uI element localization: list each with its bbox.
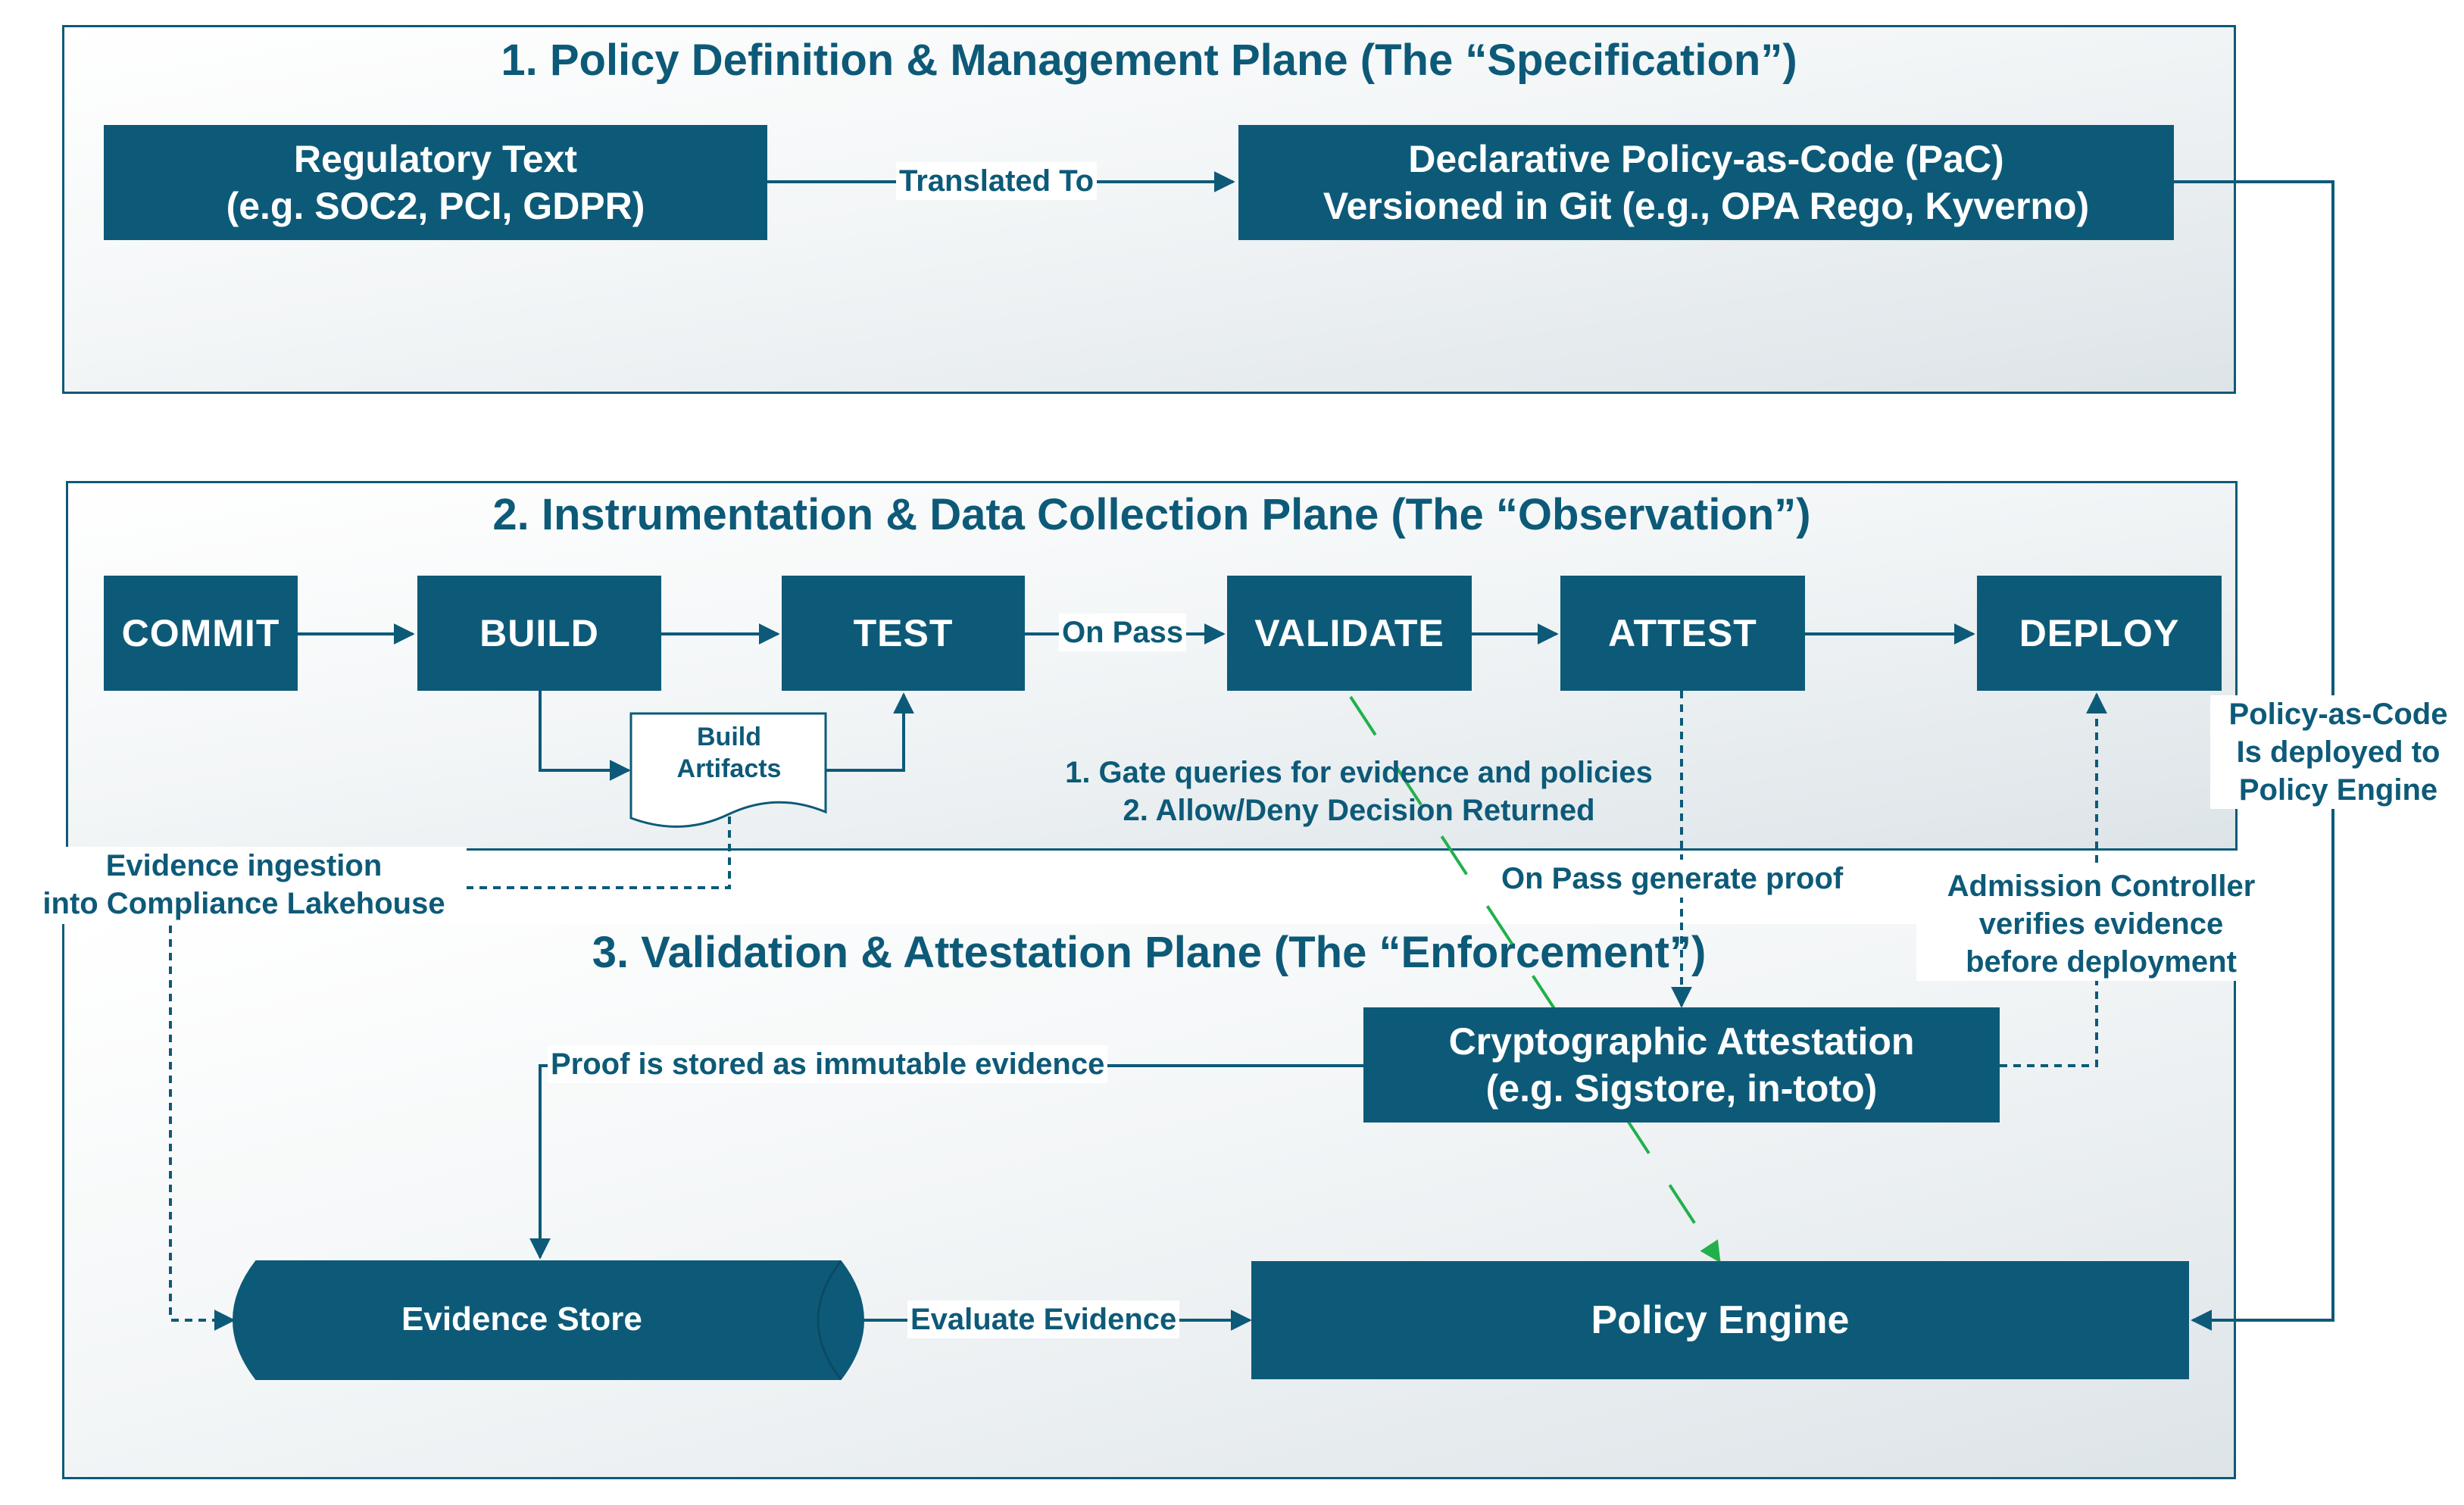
stage-attest: ATTEST — [1560, 576, 1805, 691]
admission-line3: before deployment — [1966, 945, 2237, 979]
gate-note-line2: 2. Allow/Deny Decision Returned — [1123, 794, 1595, 827]
build-artifacts-line2: Artifacts — [676, 754, 782, 783]
pac-deployed-line3: Policy Engine — [2238, 773, 2438, 807]
policy-as-code-box: Declarative Policy-as-Code (PaC) Version… — [1238, 125, 2174, 240]
pac-line1: Declarative Policy-as-Code (PaC) — [1408, 138, 2004, 180]
translated-to-label: Translated To — [896, 162, 1098, 200]
stage-deploy: DEPLOY — [1977, 576, 2222, 691]
regulatory-line2: (e.g. SOC2, PCI, GDPR) — [226, 185, 645, 227]
cryptographic-attestation-box: Cryptographic Attestation (e.g. Sigstore… — [1363, 1007, 2000, 1123]
evaluate-evidence-label: Evaluate Evidence — [907, 1300, 1180, 1338]
policy-engine-box: Policy Engine — [1251, 1261, 2189, 1379]
plane-1-title: 1. Policy Definition & Management Plane … — [501, 36, 1797, 85]
crypto-line2: (e.g. Sigstore, in-toto) — [1485, 1067, 1878, 1110]
gate-note: 1. Gate queries for evidence and policie… — [1023, 754, 1695, 829]
pac-deployed-label: Policy-as-Code Is deployed to Policy Eng… — [2210, 695, 2464, 809]
gate-note-line1: 1. Gate queries for evidence and policie… — [1065, 756, 1653, 789]
regulatory-line1: Regulatory Text — [293, 138, 578, 180]
build-artifacts-doc — [629, 712, 827, 828]
arrow-artifacts-test — [826, 692, 914, 772]
evidence-store-label: Evidence Store — [401, 1300, 642, 1338]
proof-stored-label: Proof is stored as immutable evidence — [548, 1045, 1108, 1083]
on-pass-proof-label: On Pass generate proof — [1498, 860, 1847, 898]
plane-3-title: 3. Validation & Attestation Plane (The “… — [592, 928, 1707, 977]
pac-deployed-line1: Policy-as-Code — [2228, 698, 2448, 731]
stage-validate: VALIDATE — [1227, 576, 1472, 691]
crypto-line1: Cryptographic Attestation — [1448, 1020, 1915, 1063]
arrow-validate-engine — [1349, 695, 1721, 1263]
pac-deployed-line2: Is deployed to — [2236, 735, 2441, 769]
plane-2-title: 2. Instrumentation & Data Collection Pla… — [492, 490, 1811, 539]
build-artifacts-line1: Build — [697, 723, 761, 751]
on-pass-label: On Pass — [1059, 614, 1187, 651]
admission-line1: Admission Controller — [1947, 870, 2256, 903]
regulatory-text-box: Regulatory Text (e.g. SOC2, PCI, GDPR) — [104, 125, 767, 240]
admission-line2: verifies evidence — [1978, 907, 2224, 941]
admission-controller-label: Admission Controller verifies evidence b… — [1916, 867, 2286, 981]
stage-build: BUILD — [417, 576, 661, 691]
arrow-build-artifacts — [539, 691, 631, 781]
build-artifacts-label: Build Artifacts — [636, 721, 822, 785]
evidence-ingestion-line1: Evidence ingestion — [105, 849, 383, 882]
stage-commit: COMMIT — [104, 576, 298, 691]
evidence-ingestion-label: Evidence ingestion into Compliance Lakeh… — [21, 847, 467, 923]
evidence-ingestion-line2: into Compliance Lakehouse — [42, 887, 445, 920]
plane-instrumentation: 2. Instrumentation & Data Collection Pla… — [66, 481, 2238, 851]
arrow-admission — [2000, 692, 2107, 1067]
stage-test: TEST — [782, 576, 1025, 691]
pac-line2: Versioned in Git (e.g., OPA Rego, Kyvern… — [1323, 185, 2090, 227]
arrow-proof-stored — [529, 1064, 1363, 1260]
